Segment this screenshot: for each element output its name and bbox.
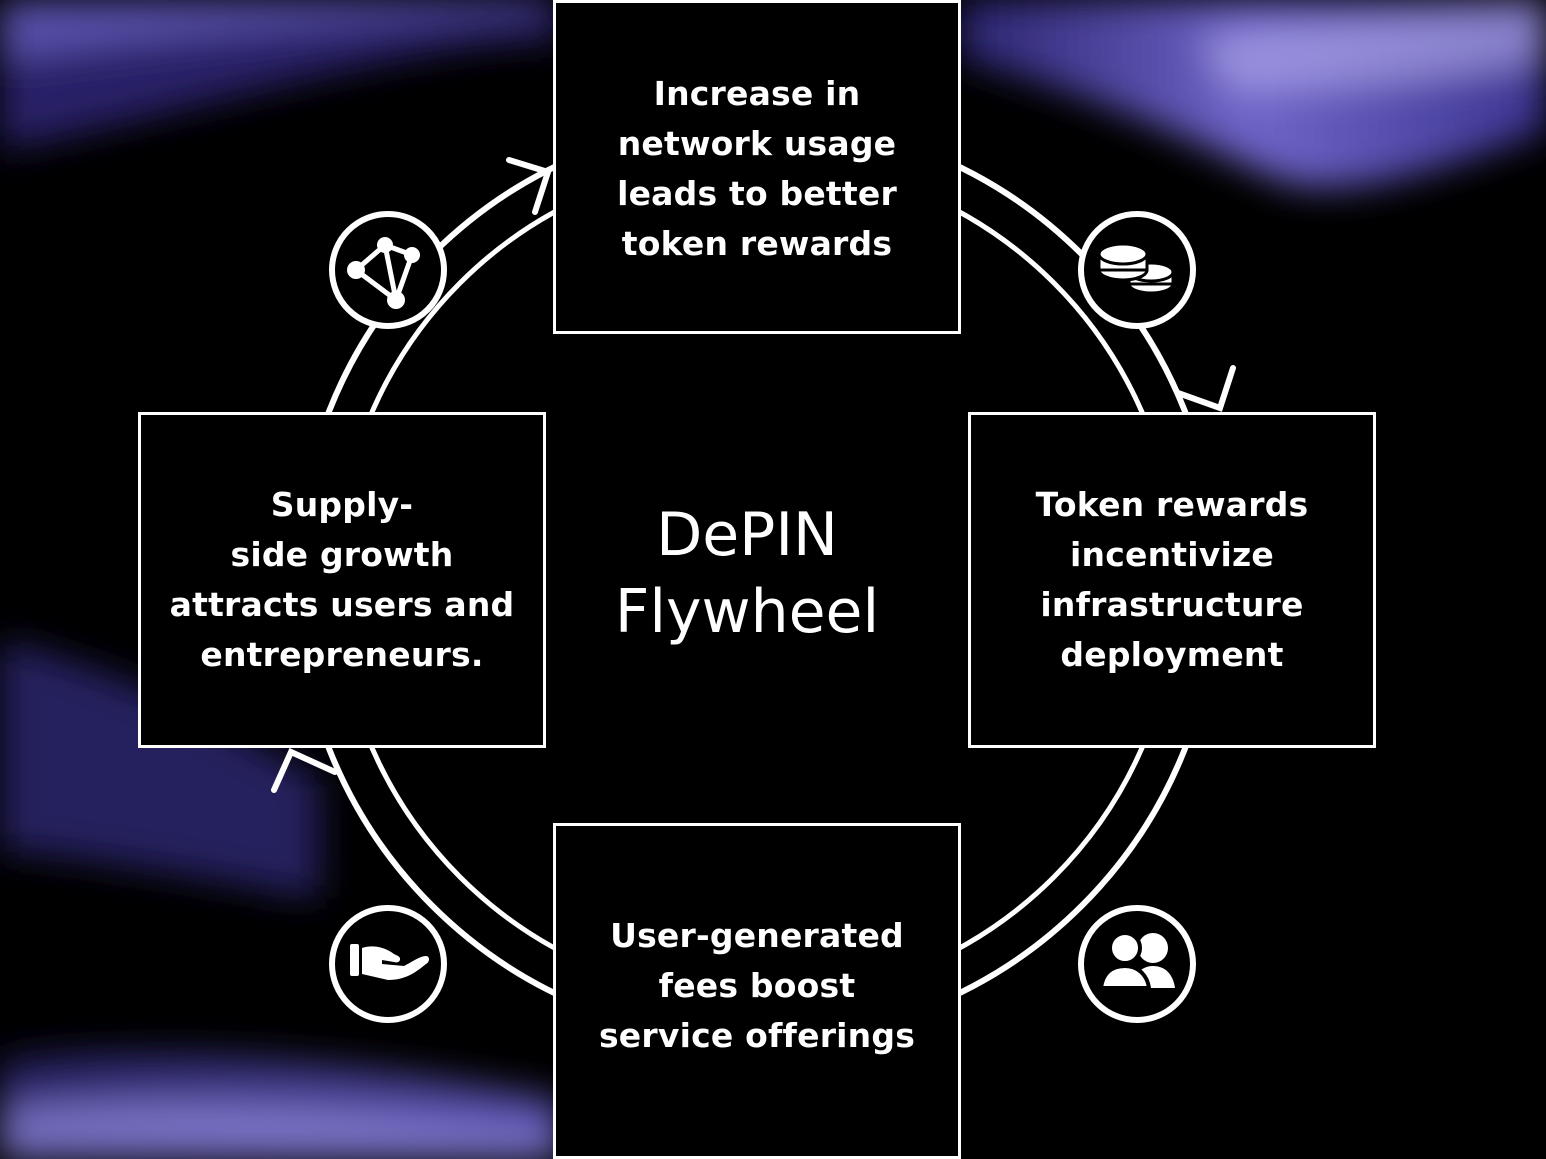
arrow-to-left	[271, 748, 338, 793]
diagram-title: DePIN Flywheel	[614, 500, 880, 647]
step-box-token-rewards: Token rewards incentivize infrastructure…	[968, 412, 1376, 748]
arrow-to-right	[1175, 365, 1236, 412]
arrow-to-top	[506, 157, 552, 215]
users-icon	[1078, 905, 1196, 1023]
hand-icon	[329, 905, 447, 1023]
step-box-user-fees: User-generated fees boost service offeri…	[553, 823, 961, 1159]
step-text-supply-growth: Supply- side growth attracts users and e…	[169, 485, 515, 674]
network-nodes-icon	[329, 211, 447, 329]
step-box-network-usage: Increase in network usage leads to bette…	[553, 0, 961, 334]
step-box-supply-growth: Supply- side growth attracts users and e…	[138, 412, 546, 748]
coins-icon	[1078, 211, 1196, 329]
step-text-network-usage: Increase in network usage leads to bette…	[617, 74, 897, 263]
step-text-token-rewards: Token rewards incentivize infrastructure…	[1035, 485, 1309, 674]
step-text-user-fees: User-generated fees boost service offeri…	[598, 916, 916, 1055]
